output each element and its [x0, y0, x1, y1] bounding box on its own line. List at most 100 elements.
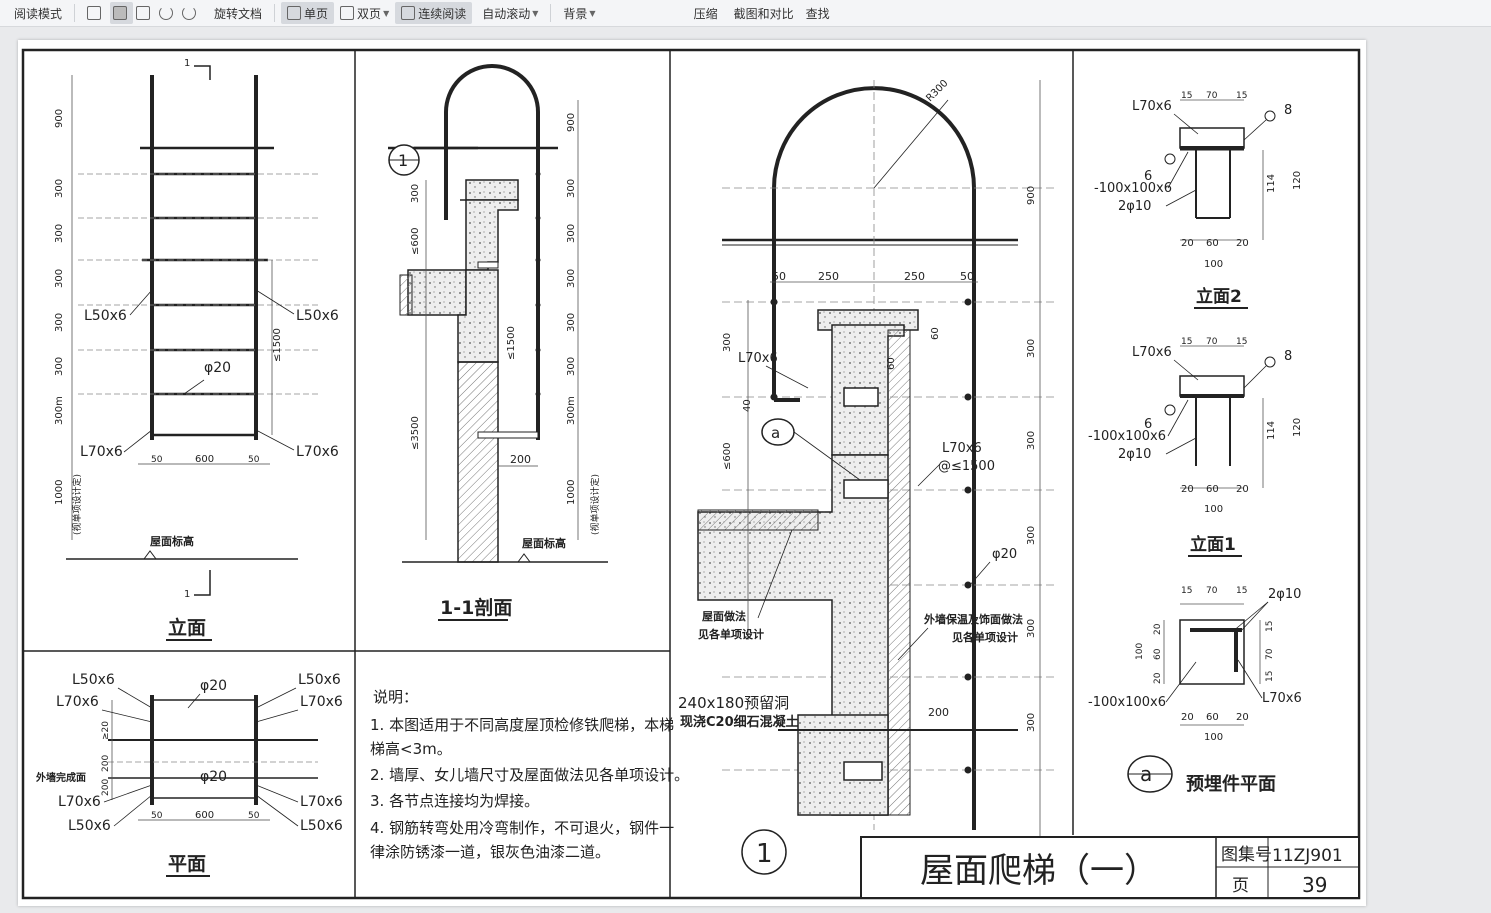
dim-text: 50	[248, 455, 260, 465]
rotate-right-button[interactable]	[179, 2, 202, 24]
compress-button[interactable]: 压缩	[688, 2, 724, 24]
note-line: 4. 钢筋转弯处用冷弯制作，不可退火，钢件一	[370, 819, 674, 837]
dim-text: 15	[1181, 337, 1192, 347]
plan-title: 平面	[168, 853, 206, 875]
side-note: (视单项设计定)	[589, 474, 601, 535]
dim-text: 300	[1026, 526, 1037, 545]
actual-size-button[interactable]	[81, 2, 110, 24]
dim-text: 114	[1266, 421, 1277, 440]
reading-mode-button[interactable]: 阅读模式	[8, 2, 68, 24]
notes-block: 说明： 1. 本图适用于不同高度屋顶检修铁爬梯，本梯 梯高<3m。 2. 墙厚、…	[370, 688, 689, 861]
dim-text: 70	[1265, 648, 1275, 660]
dim-text: 60	[1206, 484, 1219, 495]
roof-level-label: 屋面标高	[522, 536, 566, 550]
dim-text: 20	[1236, 238, 1249, 249]
label-l50-right: L50x6	[296, 308, 339, 324]
dim-text: 900	[566, 113, 577, 132]
plan-label-phi20-mid: φ20	[200, 769, 227, 785]
dim-text: 250	[904, 270, 925, 283]
dim-text: 20	[1236, 712, 1249, 723]
detail-l70-right: L70x6	[942, 441, 982, 456]
dim-text: 300	[54, 357, 65, 376]
dim-text: 300	[722, 333, 733, 352]
sheet-border	[21, 48, 1361, 900]
dim-text: 15	[1265, 671, 1275, 682]
note-line: 梯高<3m。	[370, 740, 452, 758]
plan-wall-label: 外墙完成面	[35, 771, 86, 784]
elev2-title: 立面2	[1196, 286, 1242, 307]
compress-label: 压缩	[693, 6, 718, 21]
label-phi20: φ20	[204, 360, 231, 376]
dim-text: 600	[195, 810, 214, 821]
dim-text: 20	[1181, 712, 1194, 723]
dim-text: 200	[101, 779, 111, 796]
detail-callout: 1	[756, 839, 773, 869]
auto-scroll-button[interactable]: 自动滚动▼	[476, 2, 544, 24]
elev2-weld2: 6	[1144, 169, 1152, 184]
dim-text: 100	[1204, 259, 1223, 270]
elev2-weld: 8	[1284, 103, 1292, 118]
elev1-l70: L70x6	[1132, 345, 1172, 360]
dim-text: 300	[54, 179, 65, 198]
elev1-weld: 8	[1284, 349, 1292, 364]
dim-text: 40	[742, 399, 753, 412]
fit-width-icon	[136, 6, 151, 20]
left-elevation-title: 立面	[168, 616, 206, 639]
sheet-title: 屋面爬梯（一）	[920, 851, 1158, 891]
single-page-button[interactable]: 单页	[281, 2, 335, 24]
dim-text: 20	[1153, 672, 1163, 684]
section-title: 1-1剖面	[440, 596, 512, 619]
plan-label-l70-br: L70x6	[300, 794, 343, 810]
continuous-reading-label: 连续阅读	[418, 6, 467, 21]
dim-text: 70	[1206, 337, 1218, 347]
dim-text: 300m	[54, 396, 65, 425]
title-block: 屋面爬梯（一） 图集号 11ZJ901 页 39	[860, 836, 1360, 899]
elevation-2: L70x6 15 70 15 8 6 -100x100x6 2φ10 114 1…	[1094, 91, 1303, 309]
continuous-reading-button[interactable]: 连续阅读	[395, 2, 473, 24]
dim-text: 15	[1236, 91, 1247, 101]
dim-text: 1000	[54, 480, 65, 505]
elev1-plate: -100x100x6	[1088, 429, 1166, 444]
drawing-sheet: 900 300 300 300 300 300 300m 1000 (视单项设计…	[21, 48, 1361, 900]
dim-text: 60	[1206, 238, 1219, 249]
plan-label-l50-tr: L50x6	[298, 672, 341, 688]
dim-text: 50	[151, 811, 163, 821]
plan-a-bar: 2φ10	[1268, 587, 1301, 602]
section-1-1: 1 300 ≤600 ≤3500 900 300 300 300 300 300…	[388, 64, 608, 621]
dim-text: 120	[1292, 418, 1303, 437]
note-line: 1. 本图适用于不同高度屋顶检修铁爬梯，本梯	[370, 716, 674, 734]
dim-text: 20	[1153, 623, 1163, 635]
fit-width-button[interactable]	[133, 2, 156, 24]
wall-note-2: 见各单项设计	[952, 630, 1018, 644]
plan-a-plate: -100x100x6	[1088, 695, 1166, 710]
find-button[interactable]: 查找	[800, 2, 836, 24]
dim-text: 15	[1236, 337, 1247, 347]
dim-text: 300	[54, 224, 65, 243]
background-button[interactable]: 背景▼	[557, 2, 601, 24]
fit-page-button[interactable]	[110, 2, 134, 24]
double-page-button[interactable]: 双页▼	[334, 2, 395, 24]
dim-text: 100	[1204, 504, 1223, 515]
continuous-reading-icon	[401, 6, 416, 20]
rotate-document-button[interactable]: 旋转文档	[208, 2, 268, 24]
chevron-down-icon: ▼	[589, 8, 596, 18]
embedded-part-plan: 15 70 15 2φ10 20 60 20 100 15 70 15 -100…	[1088, 586, 1302, 795]
dim-text: 900	[54, 109, 65, 128]
plan-label-l70-bl: L70x6	[58, 794, 101, 810]
dim-text: 600	[195, 454, 214, 465]
dim-text: 200	[928, 706, 949, 719]
single-page-icon	[287, 6, 302, 20]
rotate-document-label: 旋转文档	[214, 6, 263, 21]
section-marker: 1	[184, 589, 190, 600]
toolbar-divider	[550, 4, 552, 22]
rotate-left-button[interactable]	[156, 2, 179, 24]
dim-text: 50	[960, 270, 974, 283]
dim-text: ≤1500	[506, 326, 517, 360]
left-elevation: 900 300 300 300 300 300 300m 1000 (视单项设计…	[54, 58, 339, 641]
dim-text: 300	[54, 313, 65, 332]
dim-text: 300	[1026, 713, 1037, 732]
find-label: 查找	[805, 6, 830, 21]
dim-text: 60	[886, 357, 897, 370]
screenshot-compare-button[interactable]: 截图和对比	[728, 2, 800, 24]
dim-text: ≤600	[410, 228, 421, 255]
